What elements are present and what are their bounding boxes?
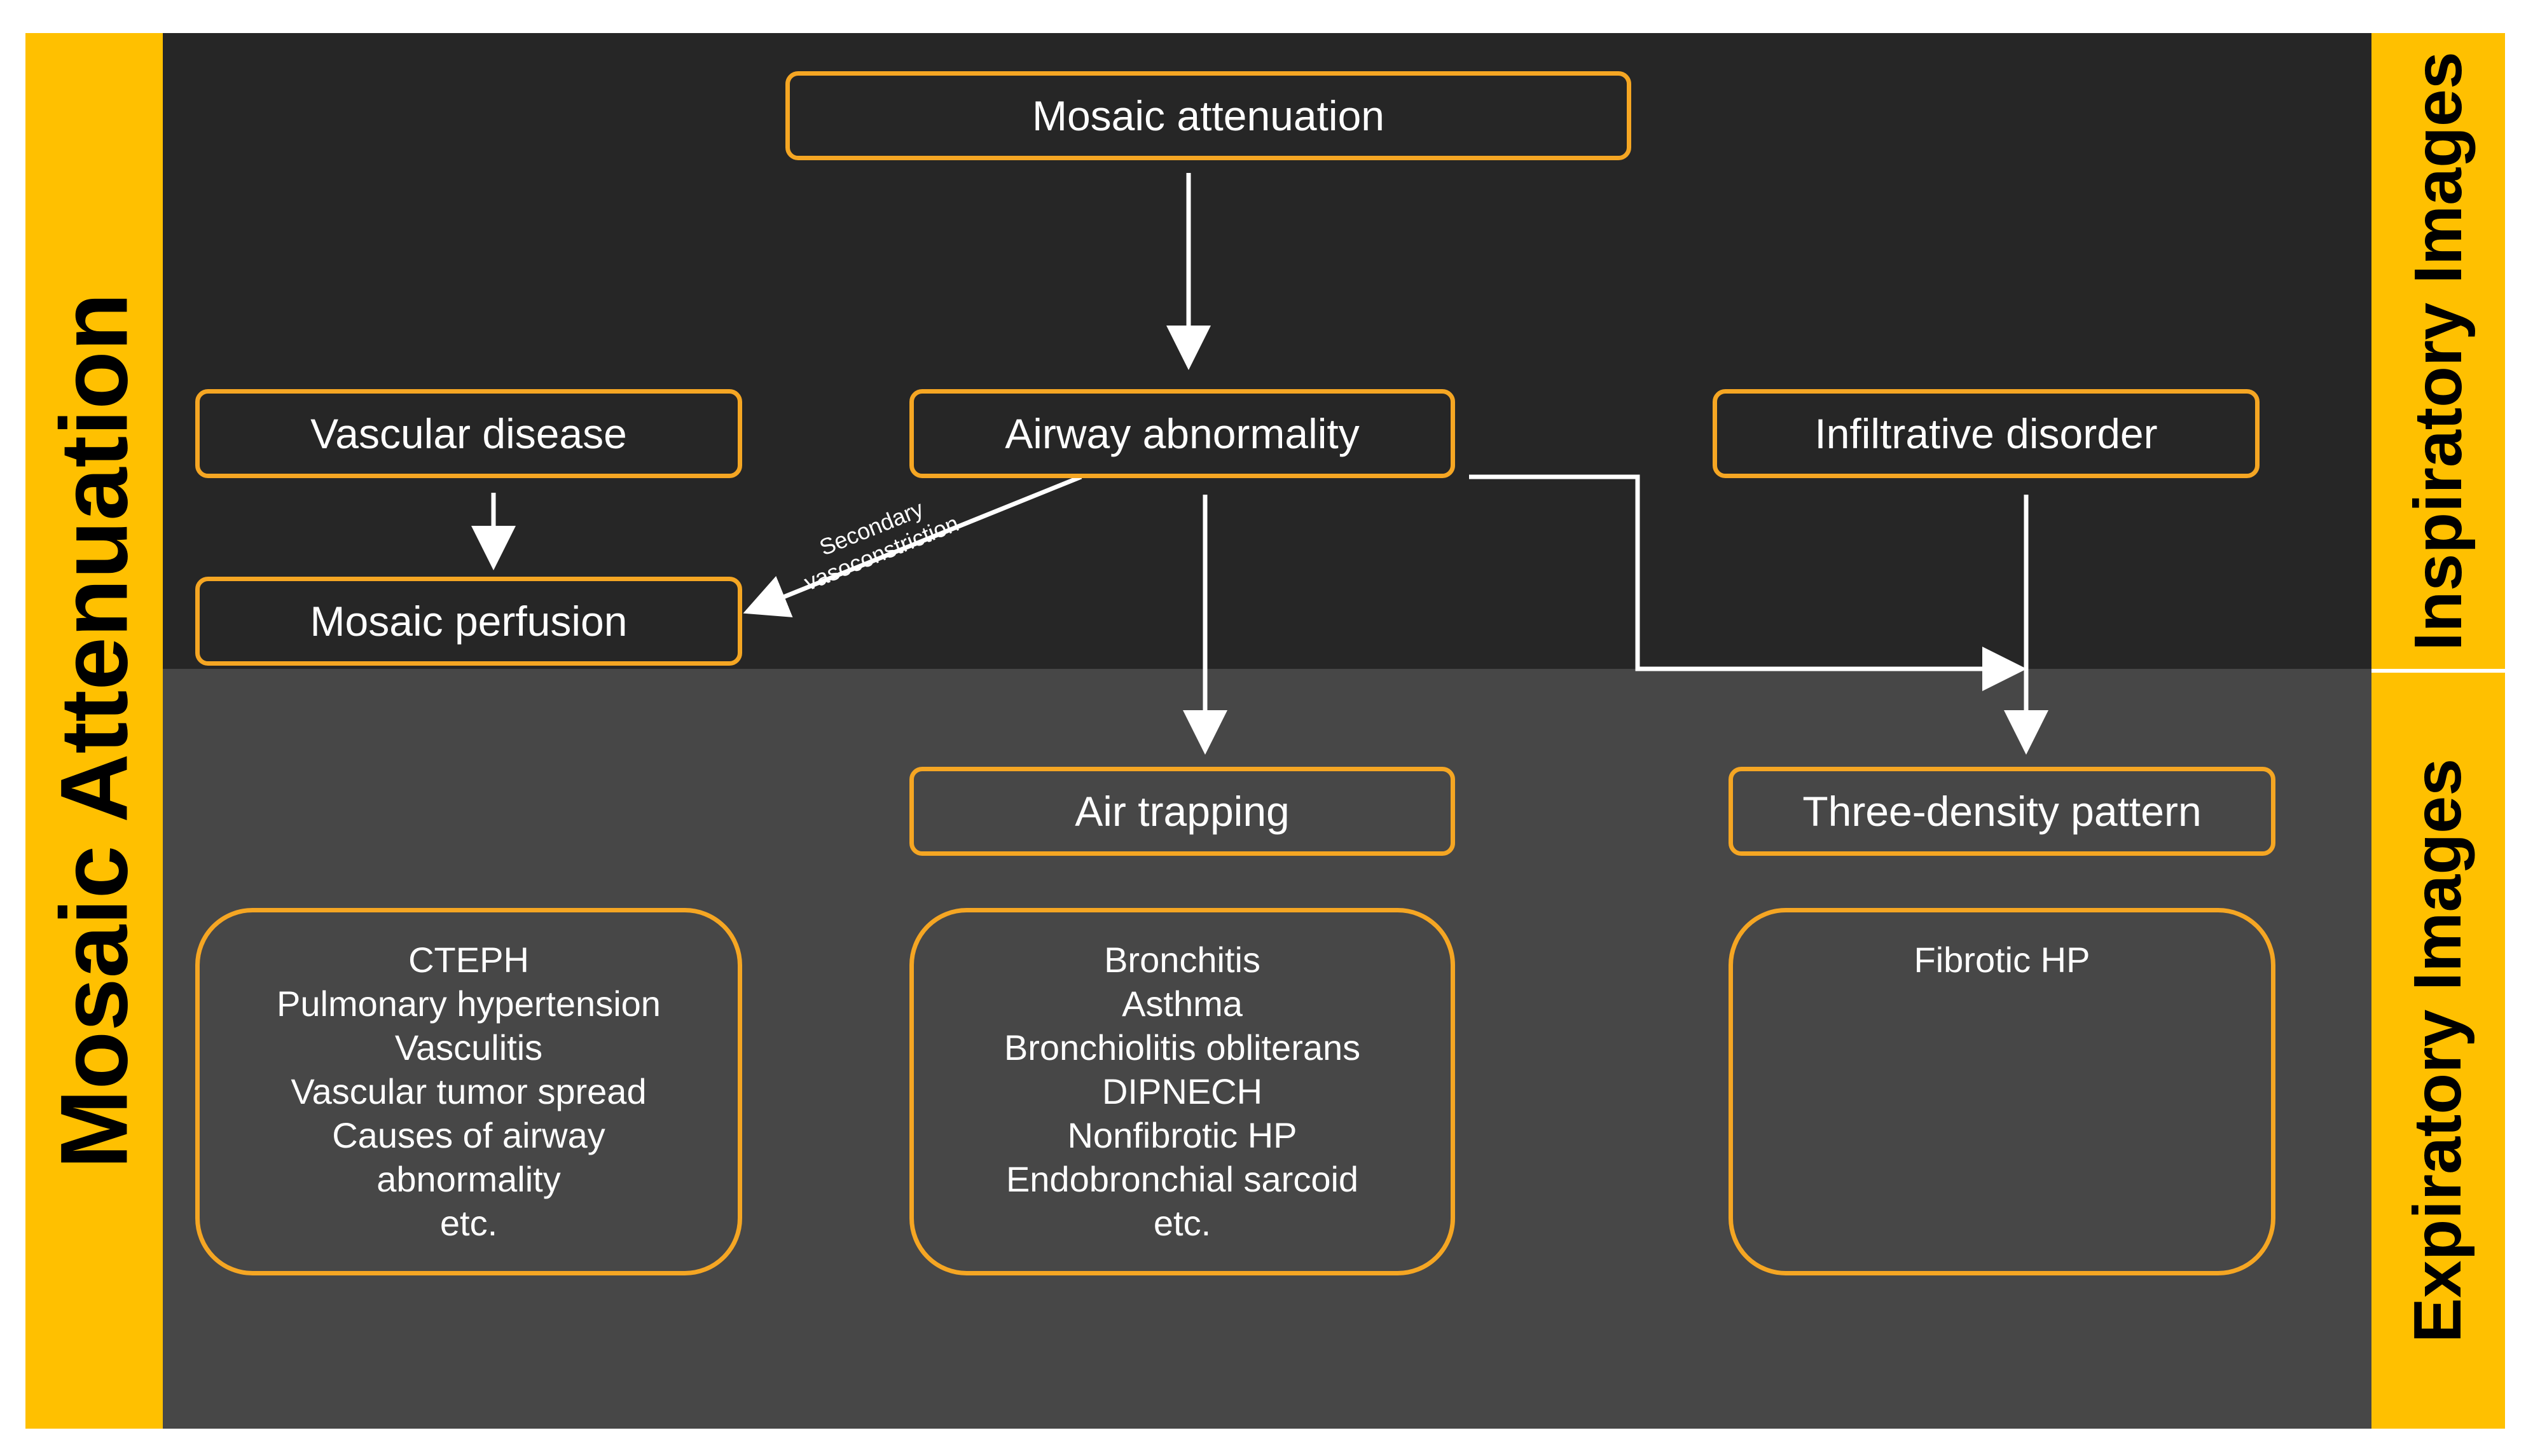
right-band-top <box>2371 33 2505 669</box>
node-airway-abnormality: Airway abnormality <box>909 389 1455 478</box>
detail-item: Endobronchial sarcoid <box>1005 1159 1359 1199</box>
arrow-airway-to-three-density <box>1469 474 2027 691</box>
detail-item: DIPNECH <box>1101 1071 1263 1111</box>
inspiratory-panel <box>163 33 2371 669</box>
detail-box-airway: Bronchitis Asthma Bronchiolitis oblitera… <box>909 908 1455 1275</box>
detail-item: Nonfibrotic HP <box>1067 1115 1297 1155</box>
detail-item: Bronchiolitis obliterans <box>1004 1027 1361 1068</box>
detail-item: Pulmonary hypertension <box>277 984 661 1024</box>
node-infiltrative-disorder: Infiltrative disorder <box>1713 389 2260 478</box>
node-mosaic-attenuation: Mosaic attenuation <box>785 71 1631 160</box>
detail-item: Causes of airway <box>332 1115 605 1155</box>
detail-item: Fibrotic HP <box>1914 940 2090 980</box>
node-air-trapping: Air trapping <box>909 767 1455 856</box>
detail-item: Asthma <box>1122 984 1243 1024</box>
detail-item: Vasculitis <box>394 1027 543 1068</box>
detail-item: abnormality <box>376 1159 561 1199</box>
right-band-bottom <box>2371 673 2505 1429</box>
detail-item: Vascular tumor spread <box>291 1071 647 1111</box>
node-three-density-pattern: Three-density pattern <box>1729 767 2275 856</box>
expiratory-panel <box>163 669 2371 1429</box>
detail-box-vascular: CTEPH Pulmonary hypertension Vasculitis … <box>195 908 742 1275</box>
node-mosaic-perfusion: Mosaic perfusion <box>195 577 742 666</box>
detail-item: Bronchitis <box>1104 940 1260 980</box>
arrow-airway-to-perfusion <box>743 474 1082 617</box>
detail-item: etc. <box>1153 1203 1211 1243</box>
detail-box-infiltrative: Fibrotic HP <box>1729 908 2275 1275</box>
edge-label-secondary-vasoconstriction: Secondary vasoconstriction <box>800 495 962 596</box>
detail-item: CTEPH <box>408 940 529 980</box>
left-band <box>25 33 163 1429</box>
node-vascular-disease: Vascular disease <box>195 389 742 478</box>
detail-item: etc. <box>439 1203 498 1243</box>
